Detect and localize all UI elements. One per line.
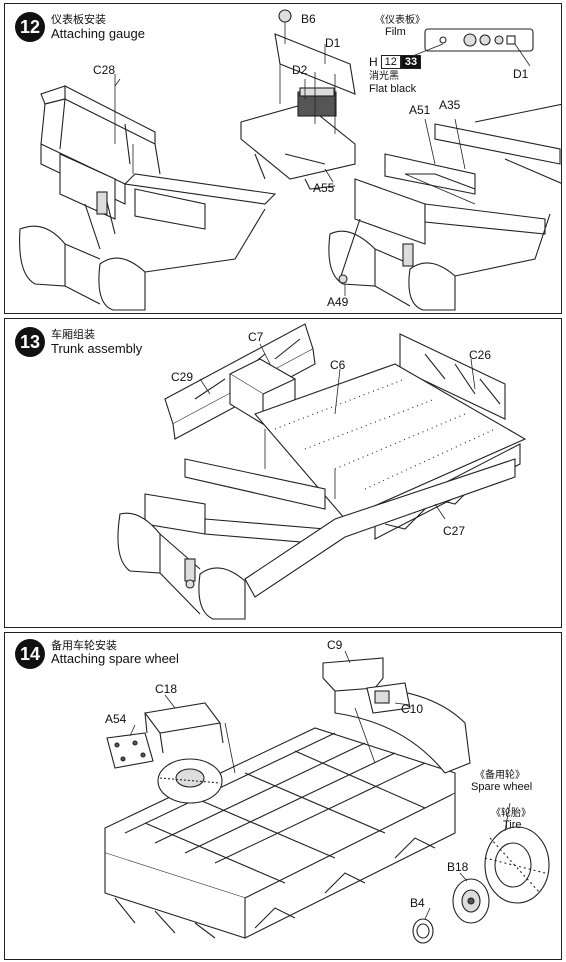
carrier-c18 xyxy=(144,702,221,734)
step-number-badge: 12 xyxy=(15,12,45,42)
hub-cap-b4 xyxy=(412,918,434,944)
part-label-b18: B18 xyxy=(447,860,469,874)
step-12-illustration xyxy=(19,9,561,311)
part-label-a51: A51 xyxy=(409,103,431,117)
step-14-illustration xyxy=(104,650,550,944)
part-label-b4: B4 xyxy=(410,896,425,910)
part-label-d2: D2 xyxy=(292,63,308,77)
step-title-cn: 车厢组装 xyxy=(51,328,95,341)
part-label-c9: C9 xyxy=(327,638,343,652)
paint-code: H 12 33 xyxy=(369,55,422,69)
bracket-c9 xyxy=(322,657,384,692)
part-label-b6: B6 xyxy=(301,12,316,26)
step-13-panel: 13 车厢组装 Trunk assembly C7 C6 C29 C26 C27 xyxy=(4,318,562,628)
part-label-c10: C10 xyxy=(401,702,424,716)
step-title-en: Trunk assembly xyxy=(51,341,143,356)
part-label-a54: A54 xyxy=(105,712,127,726)
spare-wheel-label-en: Spare wheel xyxy=(471,781,533,793)
part-label-c29: C29 xyxy=(171,370,194,384)
paint-code-a: 12 xyxy=(380,55,401,69)
part-label-c6: C6 xyxy=(330,358,346,372)
step-title-en: Attaching gauge xyxy=(51,26,145,41)
step-number-badge: 14 xyxy=(15,639,45,669)
step-13-illustration xyxy=(117,323,527,620)
part-label-a49: A49 xyxy=(327,295,349,309)
gauge-film xyxy=(404,28,534,67)
part-label-d1: D1 xyxy=(325,36,341,50)
paint-code-b: 33 xyxy=(400,55,422,69)
paint-prefix: H xyxy=(369,55,378,69)
step-12-panel: 12 仪表板安装 Attaching gauge B6 D1 D2 C28 A5… xyxy=(4,3,562,314)
tire-label-cn: 《轮胎》 xyxy=(491,808,531,819)
step-title-cn: 仪表板安装 xyxy=(51,13,106,26)
tire-label-en: Tire xyxy=(503,819,522,831)
part-label-c28: C28 xyxy=(93,63,116,77)
part-label-a55: A55 xyxy=(313,181,335,195)
film-label-en: Film xyxy=(385,26,406,38)
part-label-c26: C26 xyxy=(469,348,492,362)
cab-left-assembly xyxy=(19,74,277,311)
bed-floor xyxy=(254,363,527,520)
part-label-c18: C18 xyxy=(155,682,178,696)
part-label-c27: C27 xyxy=(443,524,466,538)
bracket-a54 xyxy=(106,732,154,769)
step-14-panel: 14 备用车轮安装 Attaching spare wheel C9 C18 C… xyxy=(4,632,562,960)
part-label-d1-film: D1 xyxy=(513,67,529,81)
step-title-en: Attaching spare wheel xyxy=(51,651,179,666)
step-number-badge: 13 xyxy=(15,327,45,357)
dashboard-parts xyxy=(240,9,356,190)
tire-exploded xyxy=(484,826,550,904)
paint-name-cn: 消光黑 xyxy=(369,71,399,82)
cab-right-assembly xyxy=(328,103,561,311)
spare-wheel-label-cn: 《备用轮》 xyxy=(475,770,525,781)
film-label-cn: 《仪表板》 xyxy=(375,15,425,26)
step-title-cn: 备用车轮安装 xyxy=(51,639,117,652)
part-label-c7: C7 xyxy=(248,330,264,344)
paint-name-en: Flat black xyxy=(369,83,417,95)
part-label-a35: A35 xyxy=(439,98,461,112)
